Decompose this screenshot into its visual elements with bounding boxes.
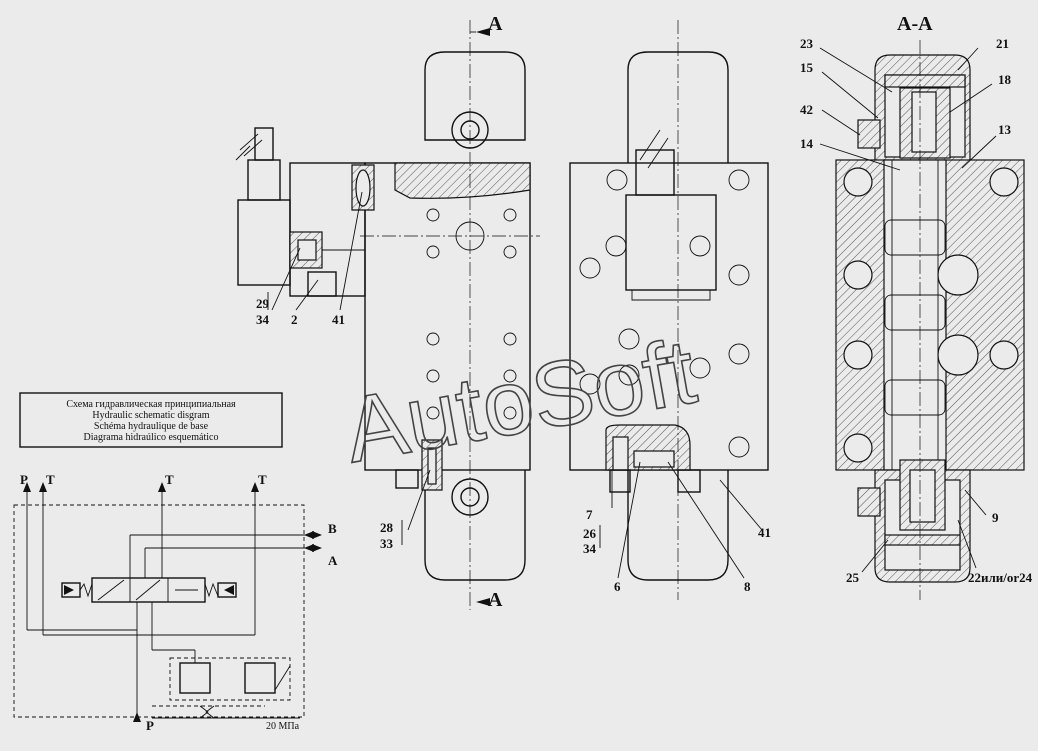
port-b: B [328, 521, 337, 536]
section-view [819, 40, 1025, 600]
section-mark-bottom: A [488, 589, 503, 611]
callout-7: 7 [586, 507, 593, 522]
front-view [569, 20, 769, 600]
section-mark-top: A [488, 13, 503, 35]
callout-21: 21 [996, 36, 1009, 51]
port-p-bottom: P [146, 718, 154, 733]
callout-25: 25 [846, 570, 860, 585]
callout-42: 42 [800, 102, 813, 117]
caption-es: Diagrama hidraúlico esquemático [84, 432, 219, 443]
callout-18: 18 [998, 72, 1012, 87]
callout-23: 23 [800, 36, 814, 51]
callout-34: 34 [256, 312, 270, 327]
pressure-label: 20 МПа [266, 721, 300, 732]
port-t-right: T [258, 472, 267, 487]
callout-41-front: 41 [758, 525, 771, 540]
caption-box [19, 392, 283, 448]
caption-ru: Схема гидравлическая принципиальная [66, 399, 236, 410]
callout-22-24: 22или/or24 [968, 570, 1033, 585]
callout-26: 26 [583, 526, 597, 541]
callout-15: 15 [800, 60, 814, 75]
callout-29: 29 [256, 296, 270, 311]
callout-33: 33 [380, 536, 394, 551]
port-t-mid: T [165, 472, 174, 487]
port-t-left: T [46, 472, 55, 487]
hydraulic-schematic [13, 392, 322, 722]
callout-8: 8 [744, 579, 751, 594]
callout-9: 9 [992, 510, 999, 525]
callout-14: 14 [800, 136, 814, 151]
port-p-top: P [20, 472, 28, 487]
callout-13: 13 [998, 122, 1012, 137]
caption-en: Hydraulic schematic disgram [92, 410, 209, 421]
port-a: A [328, 553, 338, 568]
side-view [235, 20, 540, 610]
callout-28: 28 [380, 520, 394, 535]
caption-fr: Schéma hydraulique de base [94, 421, 209, 432]
callout-2: 2 [291, 312, 298, 327]
callout-6: 6 [614, 579, 621, 594]
section-title: A-A [897, 13, 933, 35]
callout-41-left: 41 [332, 312, 345, 327]
callout-34-front: 34 [583, 541, 597, 556]
